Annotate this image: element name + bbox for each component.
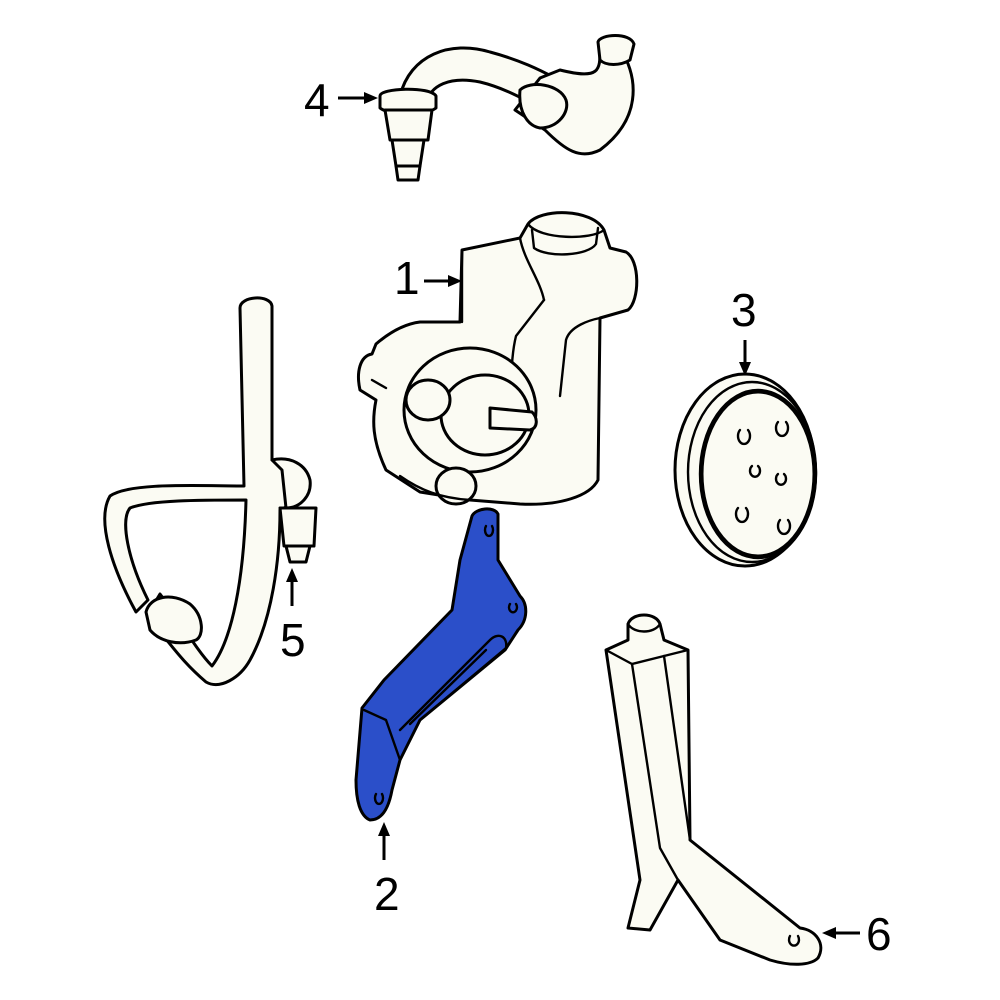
svg-text:4: 4 [304,74,330,126]
svg-text:3: 3 [731,284,757,336]
part-2-bracket[interactable] [354,507,528,822]
svg-text:5: 5 [280,614,306,666]
part-6-arm[interactable] [604,613,823,966]
callout-4: 4 [304,74,378,126]
part-1-pump[interactable] [357,211,639,506]
part-4-hose[interactable] [378,34,636,182]
svg-text:6: 6 [866,908,892,960]
svg-text:1: 1 [394,252,420,304]
part-5-hose[interactable] [103,296,318,686]
callout-6: 6 [822,908,892,960]
callout-5: 5 [280,568,306,666]
svg-text:2: 2 [374,868,400,920]
callout-3: 3 [731,284,757,376]
part-3-pulley[interactable] [673,372,818,568]
callout-1: 1 [394,252,462,304]
callout-2: 2 [374,822,400,920]
